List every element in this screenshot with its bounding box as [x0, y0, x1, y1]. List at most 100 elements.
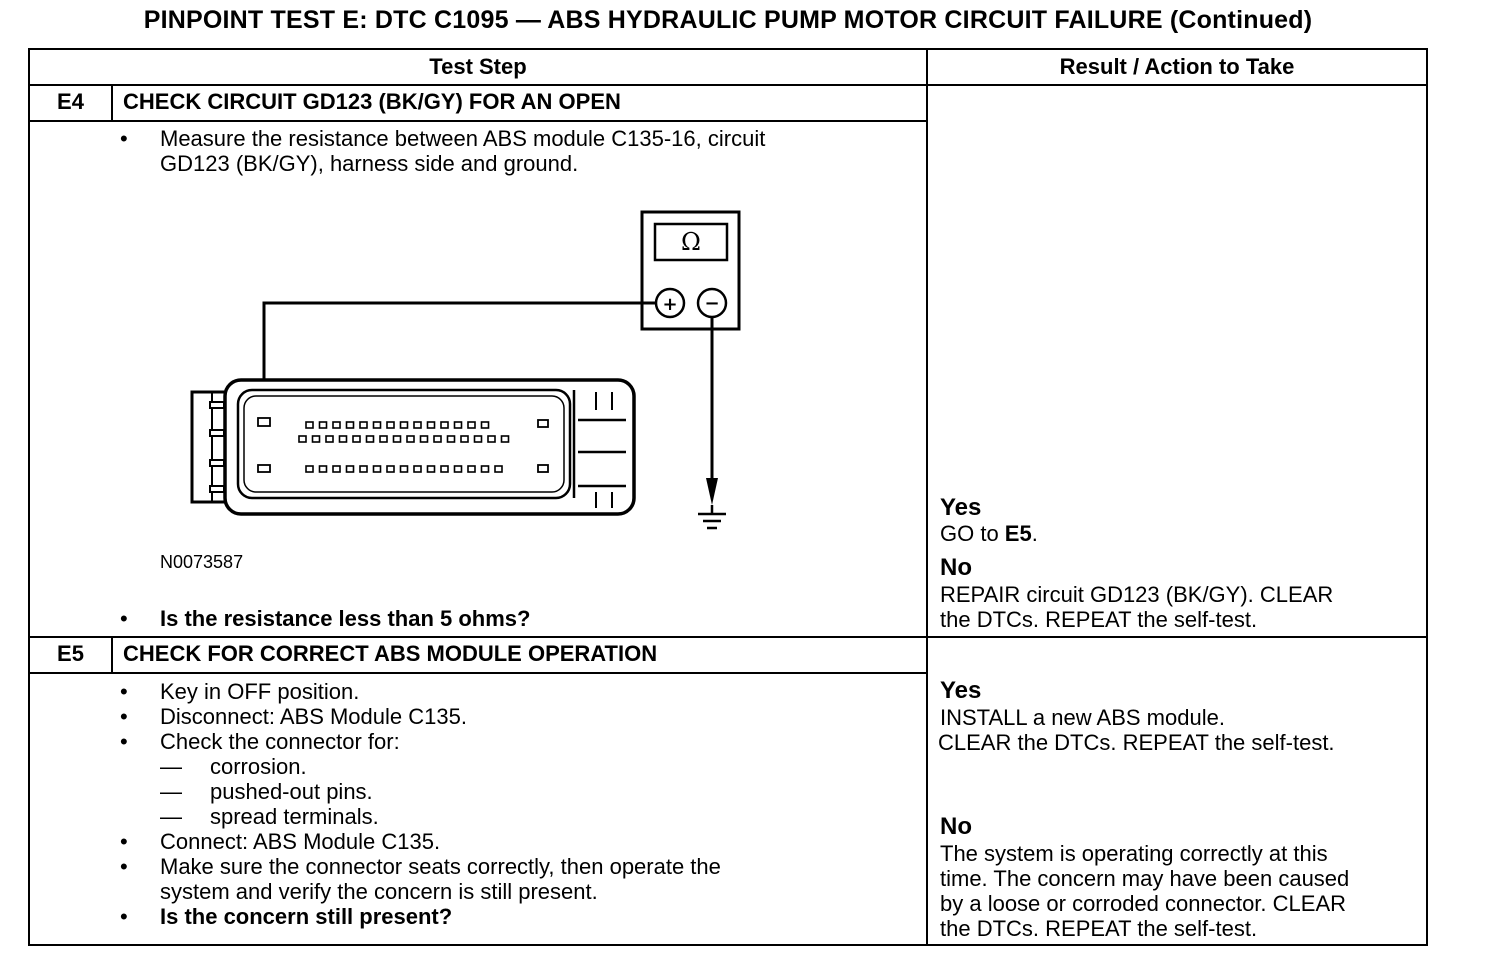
page-title: PINPOINT TEST E: DTC C1095 — ABS HYDRAUL…	[143, 6, 1313, 34]
connector-pin	[426, 465, 436, 473]
e5-yes-line2: CLEAR the DTCs. REPEAT the self-test.	[938, 730, 1335, 755]
connector-pin	[473, 435, 483, 443]
pinpoint-table	[28, 48, 1428, 946]
e4-step-id: E4	[57, 89, 84, 114]
e4-yes-text: GO to	[940, 521, 1005, 546]
e4-yes-suffix: .	[1031, 521, 1038, 546]
connector-pin	[332, 421, 341, 429]
e5-sub-2: pushed-out pins.	[210, 779, 373, 804]
connector-pin	[440, 465, 449, 473]
test-step-header: Test Step	[429, 54, 527, 79]
e5-sub-1: corrosion.	[210, 754, 307, 779]
bullet: •	[120, 679, 128, 704]
bullet: •	[120, 704, 128, 729]
e5-yes-action: INSTALL a new ABS module. CLEAR the DTCs…	[938, 705, 1335, 755]
e5-no-line1: The system is operating correctly at thi…	[940, 841, 1328, 866]
connector-pin	[311, 435, 321, 443]
figure-id: N0073587	[160, 552, 244, 572]
connector-pin	[480, 465, 490, 473]
e5-bullet-3: Check the connector for:	[160, 729, 400, 754]
e4-no-line1: REPAIR circuit GD123 (BK/GY). CLEAR	[940, 582, 1334, 607]
dash: —	[160, 754, 182, 779]
e5-no-label: No	[940, 813, 972, 840]
header-divider	[28, 84, 1428, 86]
e4-question: Is the resistance less than 5 ohms?	[160, 606, 531, 631]
bullet: •	[120, 606, 128, 631]
e4-id-divider	[111, 85, 113, 121]
connector-pin	[440, 421, 449, 429]
connector-pin	[379, 435, 388, 443]
connector-pin	[386, 421, 395, 429]
connector-pin	[392, 435, 402, 443]
connector-pin	[500, 435, 510, 443]
e4-yes-action: GO to E5.	[940, 521, 1038, 546]
e5-no-line3: by a loose or corroded connector. CLEAR	[940, 891, 1347, 916]
e5-sub-3: spread terminals.	[210, 804, 379, 829]
ohmmeter: Ω + −	[640, 210, 741, 331]
connector-pin	[352, 435, 361, 443]
e4-title-divider	[28, 120, 927, 122]
connector-pin	[413, 421, 422, 429]
column-divider	[926, 48, 928, 946]
connector-pin	[318, 421, 328, 429]
connector-pin	[433, 435, 442, 443]
connector-pin	[413, 465, 422, 473]
e4-no-line2: the DTCs. REPEAT the self-test.	[940, 607, 1258, 632]
connector-pin	[467, 465, 476, 473]
connector-pin	[305, 465, 314, 473]
e5-bullet-5: Make sure the connector seats correctly,…	[160, 854, 721, 904]
connector-pin	[318, 465, 328, 473]
e5-step-title: CHECK FOR CORRECT ABS MODULE OPERATION	[123, 641, 658, 666]
positive-lead	[262, 301, 656, 390]
dash: —	[160, 804, 182, 829]
plus-sign: +	[662, 294, 677, 315]
connector-pin	[446, 435, 456, 443]
connector-pin	[426, 421, 436, 429]
result-header: Result / Action to Take	[1059, 54, 1295, 79]
connector-pin	[460, 435, 469, 443]
connector-pin	[332, 465, 341, 473]
e4-no-action: REPAIR circuit GD123 (BK/GY). CLEAR the …	[940, 582, 1333, 632]
connector-pin	[372, 465, 382, 473]
e5-yes-label: Yes	[940, 677, 982, 704]
abs-module-connector	[190, 378, 636, 516]
connector-pin	[487, 435, 496, 443]
connector-pin	[419, 435, 429, 443]
connector-pin	[365, 435, 375, 443]
bullet: •	[120, 729, 128, 754]
bullet: •	[120, 904, 128, 929]
connector-pin	[406, 435, 415, 443]
connector-pin	[325, 435, 334, 443]
bullet: •	[120, 854, 128, 879]
e4-no-label: No	[940, 554, 972, 581]
connector-pin	[372, 421, 382, 429]
connector-pin	[298, 435, 307, 443]
e5-question: Is the concern still present?	[160, 904, 453, 929]
e5-bullet-5-line2: system and verify the concern is still p…	[160, 879, 598, 904]
connector-pin-rows	[298, 421, 510, 473]
e5-bullet-4: Connect: ABS Module C135.	[160, 829, 441, 854]
ground-icon	[698, 505, 726, 530]
e5-no-action: The system is operating correctly at thi…	[940, 841, 1349, 941]
ohm-symbol: Ω	[681, 228, 701, 256]
e4-yes-target: E5	[1004, 521, 1032, 546]
e4-instruction-line1: Measure the resistance between ABS modul…	[160, 126, 766, 151]
e4-step-title: CHECK CIRCUIT GD123 (BK/GY) FOR AN OPEN	[123, 89, 621, 114]
e5-bullet-1: Key in OFF position.	[160, 679, 360, 704]
connector-pin	[453, 421, 463, 429]
connector-pin	[453, 465, 463, 473]
bullet: •	[120, 126, 128, 151]
connector-pin	[345, 421, 355, 429]
e4-instruction-line2: GD123 (BK/GY), harness side and ground.	[160, 151, 579, 176]
e5-id-divider	[111, 637, 113, 673]
connector-pin	[399, 421, 409, 429]
ground-probe-icon	[706, 478, 718, 505]
dash: —	[160, 779, 182, 804]
bullet: •	[120, 829, 128, 854]
pin-16	[257, 417, 271, 427]
e5-yes-line1: INSTALL a new ABS module.	[940, 705, 1225, 730]
connector-pin	[467, 421, 476, 429]
connector-pin	[386, 465, 395, 473]
e4-yes-label: Yes	[940, 494, 982, 521]
